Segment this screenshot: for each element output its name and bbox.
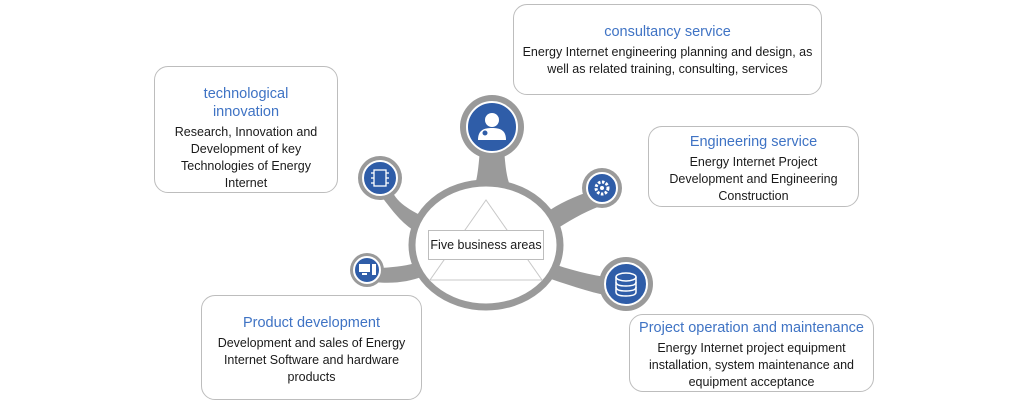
gear-icon: [594, 180, 610, 196]
spoke-left-lower: [372, 262, 424, 283]
node-operation: [599, 257, 653, 311]
area-description: Research, Innovation and Development of …: [174, 125, 318, 190]
node-technological: [358, 156, 402, 200]
area-description: Energy Internet project equipment instal…: [649, 341, 854, 389]
spoke-right-lower: [542, 262, 612, 296]
area-description: Energy Internet engineering planning and…: [522, 45, 813, 76]
area-box-operation: Project operation and maintenance Energy…: [629, 314, 874, 392]
person-advisor-icon: [478, 113, 506, 140]
area-box-consultancy: consultancy service Energy Internet engi…: [513, 4, 822, 95]
circuit-chip-icon: [371, 169, 389, 187]
area-title: Engineering service: [689, 134, 818, 150]
area-title: Product development: [242, 315, 381, 331]
area-description: Development and sales of Energy Internet…: [217, 336, 406, 384]
node-engineering: [582, 168, 622, 208]
node-consultancy: [460, 95, 524, 159]
area-box-engineering: Engineering service Energy Internet Proj…: [648, 126, 859, 207]
area-title: Project operation and maintenance: [639, 320, 864, 336]
area-title: technological innovation: [203, 86, 289, 120]
node-product: [350, 253, 384, 287]
center-label: Five business areas: [428, 230, 544, 260]
area-title: consultancy service: [604, 24, 731, 40]
coin-stack-icon: [615, 272, 637, 297]
computer-icon: [359, 264, 376, 275]
area-description: Energy Internet Project Development and …: [669, 155, 838, 203]
area-box-product: Product development Development and sale…: [201, 295, 422, 400]
area-box-technological: technological innovation Research, Innov…: [154, 66, 338, 193]
